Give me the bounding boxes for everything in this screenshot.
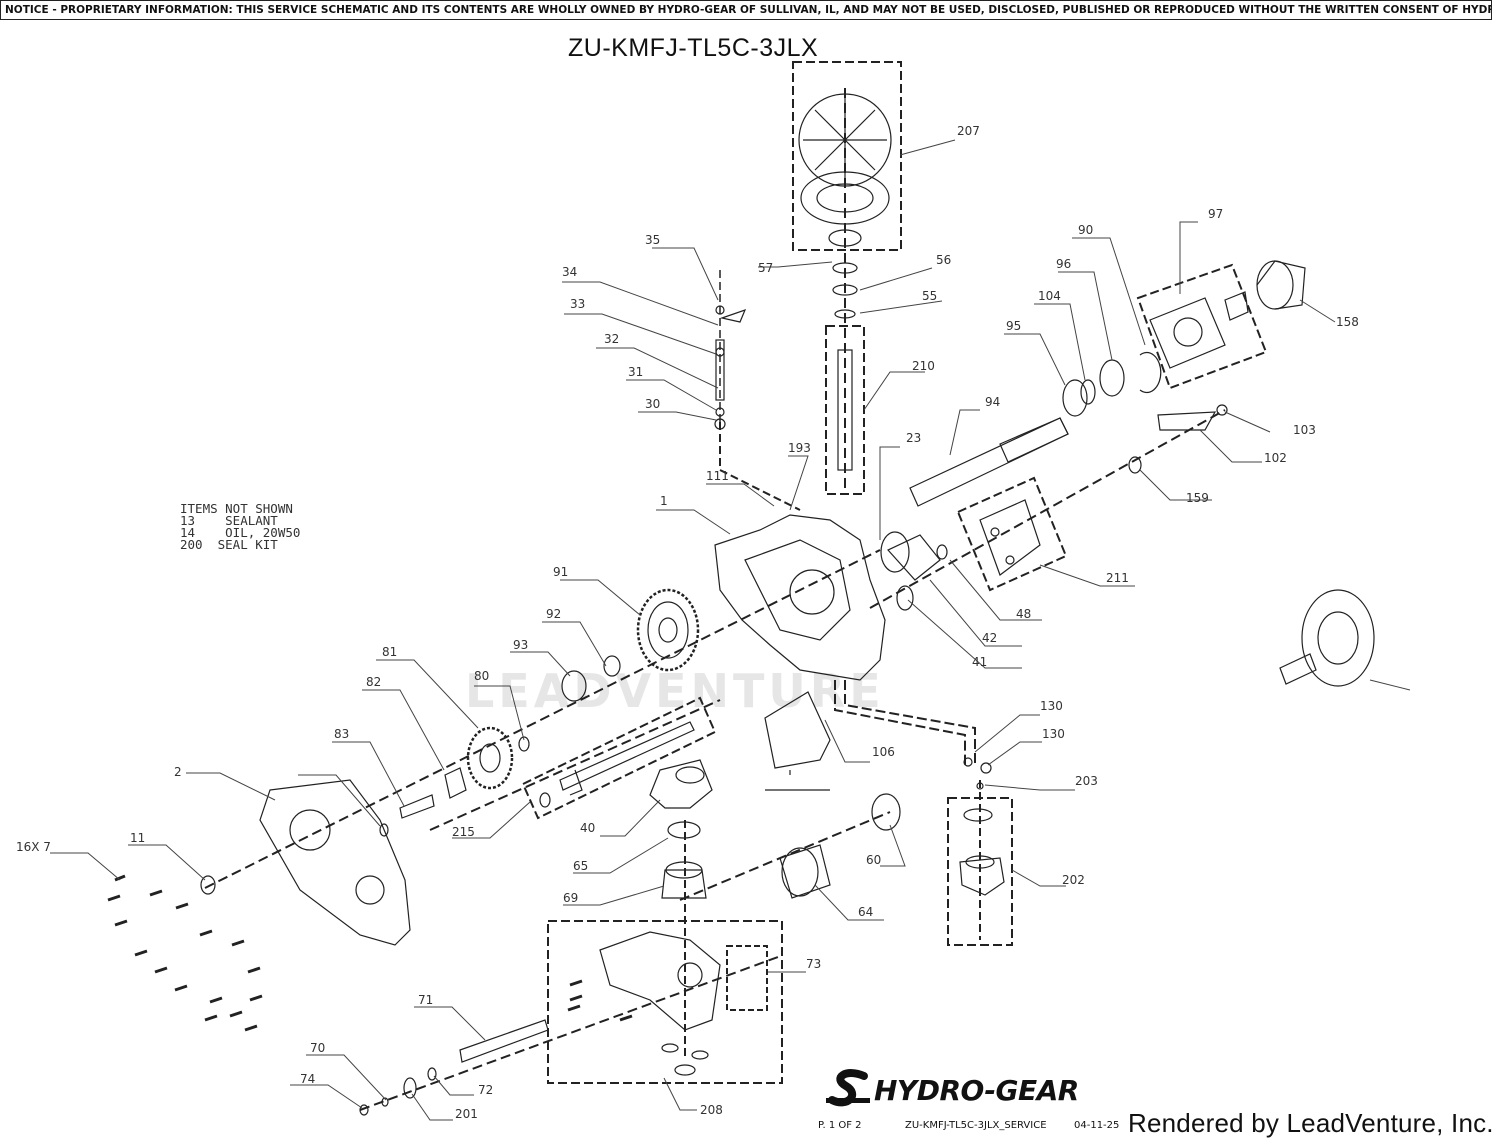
callout-label: 97 bbox=[1208, 207, 1223, 221]
callout-label: 57 bbox=[758, 261, 773, 275]
proprietary-notice: NOTICE - PROPRIETARY INFORMATION: THIS S… bbox=[0, 0, 1492, 20]
callout-label: 215 bbox=[452, 825, 475, 839]
callout-label: 30 bbox=[645, 397, 660, 411]
callout-label: 48 bbox=[1016, 607, 1031, 621]
leadventure-watermark: LEADVENTURE bbox=[465, 664, 885, 718]
callout-label: 31 bbox=[628, 365, 643, 379]
callout-label: 74 bbox=[300, 1072, 315, 1086]
callout-label: 70 bbox=[310, 1041, 325, 1055]
callout-label: 158 bbox=[1336, 315, 1359, 329]
housing-part bbox=[714, 514, 886, 681]
callout-label: 211 bbox=[1106, 571, 1129, 585]
page-number: P. 1 OF 2 bbox=[818, 1120, 862, 1131]
callout-label: 106 bbox=[872, 745, 895, 759]
callout-label: 64 bbox=[858, 905, 873, 919]
callout-label: 203 bbox=[1075, 774, 1098, 788]
callout-label: 111 bbox=[706, 469, 729, 483]
callout-label: 40 bbox=[580, 821, 595, 835]
callout-label: 210 bbox=[912, 359, 935, 373]
group-box-215 bbox=[521, 696, 717, 820]
gear-91 bbox=[636, 588, 700, 672]
callout-label: 95 bbox=[1006, 319, 1021, 333]
callout-label: 32 bbox=[604, 332, 619, 346]
callout-label: 35 bbox=[645, 233, 660, 247]
callout-label: 42 bbox=[982, 631, 997, 645]
items-not-shown-row: 14 OIL, 20W50 bbox=[180, 525, 301, 540]
bolt-set bbox=[107, 874, 263, 1032]
callout-label: 56 bbox=[936, 253, 951, 267]
callout-label: 202 bbox=[1062, 873, 1085, 887]
callout-label: 60 bbox=[866, 853, 881, 867]
group-box-202 bbox=[726, 945, 768, 1011]
callout-label: 104 bbox=[1038, 289, 1061, 303]
items-not-shown-row: 13 SEALANT bbox=[180, 513, 278, 528]
callout-label: 159 bbox=[1186, 491, 1209, 505]
callout-label: 93 bbox=[513, 638, 528, 652]
callout-label: 71 bbox=[418, 993, 433, 1007]
callout-label: 16X 7 bbox=[16, 840, 51, 854]
model-number: ZU-KMFJ-TL5C-3JLX bbox=[568, 34, 819, 62]
callout-label: 65 bbox=[573, 859, 588, 873]
callout-label: 208 bbox=[700, 1103, 723, 1117]
callout-label: 201 bbox=[455, 1107, 478, 1121]
callout-label: 2 bbox=[174, 765, 182, 779]
callout-label: 82 bbox=[366, 675, 381, 689]
items-not-shown-heading: ITEMS NOT SHOWN bbox=[180, 501, 293, 516]
callout-label: 91 bbox=[553, 565, 568, 579]
gear-81 bbox=[466, 726, 514, 790]
items-not-shown: ITEMS NOT SHOWN 13 SEALANT 14 OIL, 20W50… bbox=[180, 501, 301, 552]
print-date: 04-11-25 bbox=[1074, 1120, 1120, 1131]
callout-label: 81 bbox=[382, 645, 397, 659]
pulley-part bbox=[800, 171, 890, 225]
callout-label: 73 bbox=[806, 957, 821, 971]
callout-label: 102 bbox=[1264, 451, 1287, 465]
callout-label: 103 bbox=[1293, 423, 1316, 437]
group-box-211 bbox=[956, 476, 1068, 592]
callout-label: 34 bbox=[562, 265, 577, 279]
callout-label: 33 bbox=[570, 297, 585, 311]
callout-label: 130 bbox=[1040, 699, 1063, 713]
callout-label: 80 bbox=[474, 669, 489, 683]
group-box-207 bbox=[792, 61, 902, 251]
cover-part bbox=[259, 779, 411, 946]
callout-label: 41 bbox=[972, 655, 987, 669]
callout-label: 130 bbox=[1042, 727, 1065, 741]
callout-label: 90 bbox=[1078, 223, 1093, 237]
callout-label: 55 bbox=[922, 289, 937, 303]
callout-label: 96 bbox=[1056, 257, 1071, 271]
callout-label: 1 bbox=[660, 494, 668, 508]
callout-label: 69 bbox=[563, 891, 578, 905]
hydro-gear-s-icon bbox=[826, 1069, 870, 1107]
callout-label: 94 bbox=[985, 395, 1000, 409]
callout-label: 207 bbox=[957, 124, 980, 138]
callout-label: 23 bbox=[906, 431, 921, 445]
hydro-gear-logo: HYDRO-GEAR bbox=[826, 1068, 1096, 1116]
callout-label: 83 bbox=[334, 727, 349, 741]
rendered-by: Rendered by LeadVenture, Inc. bbox=[1128, 1108, 1494, 1138]
items-not-shown-row: 200 SEAL KIT bbox=[180, 537, 278, 552]
hydro-gear-wordmark: HYDRO-GEAR bbox=[874, 1074, 1079, 1107]
callout-label: 193 bbox=[788, 441, 811, 455]
group-box-201 bbox=[547, 920, 783, 1084]
group-box-97 bbox=[1136, 263, 1268, 390]
callout-label: 11 bbox=[130, 831, 145, 845]
fan-part bbox=[798, 93, 892, 187]
file-name: ZU-KMFJ-TL5C-3JLX_SERVICE bbox=[905, 1120, 1047, 1131]
callout-label: 72 bbox=[478, 1083, 493, 1097]
callout-label: 92 bbox=[546, 607, 561, 621]
